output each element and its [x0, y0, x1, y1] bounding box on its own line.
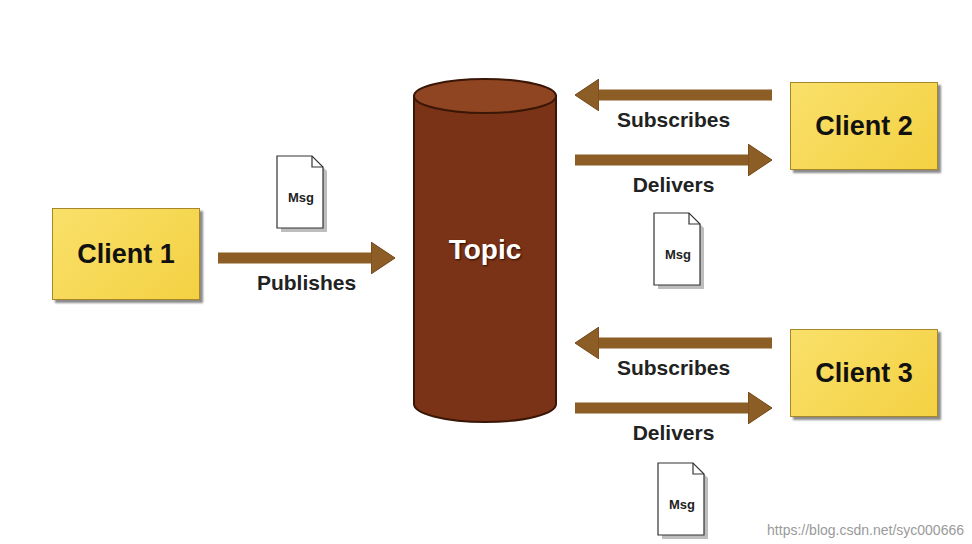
client-label: Client 2	[805, 111, 923, 142]
message-document: Msg	[276, 155, 326, 231]
flow-arrow	[575, 403, 748, 414]
cylinder-body	[414, 96, 556, 422]
client-label: Client 1	[67, 239, 185, 270]
watermark: https://blog.csdn.net/syc000666	[767, 522, 964, 538]
flow-arrow	[599, 338, 772, 349]
client-box: Client 2	[790, 82, 938, 170]
message-label: Msg	[665, 247, 691, 262]
document-fold	[693, 463, 704, 474]
client-label: Client 3	[805, 358, 923, 389]
client-box: Client 1	[52, 208, 200, 300]
client-box: Client 3	[790, 329, 938, 417]
arrow-label: Subscribes	[614, 108, 733, 132]
flow-arrow	[599, 90, 772, 101]
document-page	[277, 156, 323, 228]
document-page	[654, 213, 700, 285]
flow-arrow	[575, 155, 748, 166]
message-document: Msg	[653, 212, 703, 288]
arrow-label: Publishes	[254, 271, 359, 295]
cylinder-top	[414, 79, 556, 113]
flow-arrow	[218, 253, 371, 264]
document-fold	[312, 156, 323, 167]
message-document: Msg	[657, 462, 707, 538]
arrow-label: Delivers	[630, 173, 718, 197]
topic-label: Topic	[449, 234, 522, 266]
topic-cylinder: Topic	[413, 78, 557, 422]
document-fold	[689, 213, 700, 224]
document-page	[658, 463, 704, 535]
message-label: Msg	[669, 497, 695, 512]
arrow-label: Subscribes	[614, 356, 733, 380]
message-label: Msg	[288, 190, 314, 205]
arrow-label: Delivers	[630, 421, 718, 445]
